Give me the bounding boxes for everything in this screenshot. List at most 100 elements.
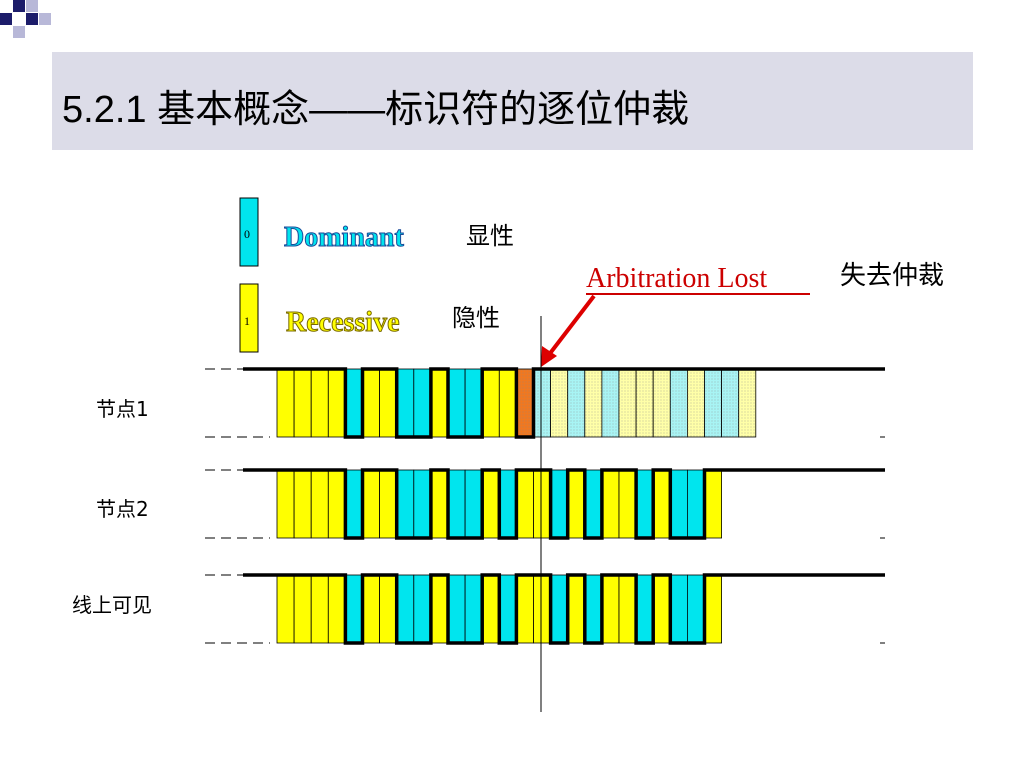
bit-cell-texture [584,369,602,437]
legend-recessive-bit: 1 [244,314,250,328]
bit-cell [516,574,534,644]
bit-cell [276,574,295,644]
bit-cell [310,469,329,539]
legend-dominant-box [239,197,259,267]
row-label-bus: 线上可见 [72,593,152,617]
bit-cell [687,469,705,539]
bit-cell [498,574,517,644]
bit-cell [464,368,483,438]
bit-cell [447,574,466,644]
bit-cell [447,368,466,438]
bit-cell [430,469,449,539]
legend-dominant-chinese: 显性 [466,222,514,250]
bit-cell-texture [653,369,671,437]
bit-cell [704,469,723,539]
bit-cell [327,469,346,539]
bit-cell [618,469,637,539]
bit-cell [276,469,295,539]
bit-cell [396,368,415,438]
bit-cell [533,574,552,644]
bit-cell [430,574,449,644]
corner-decoration [0,0,51,38]
arbitration-arrow-head [541,346,557,367]
bit-cell [413,574,432,644]
bit-cell [276,368,295,438]
bit-cell [635,574,654,644]
arbitration-lost-chinese: 失去仲裁 [840,261,944,291]
bit-cell [327,368,346,438]
bit-cell [293,368,312,438]
bit-cell-texture [601,369,619,437]
bit-cell [379,574,398,644]
bit-cell [550,469,569,539]
arbitration-arrow-shaft [546,294,596,358]
bit-cell [362,469,381,539]
legend-recessive-chinese: 隐性 [452,304,500,332]
bit-cell [310,368,329,438]
bit-cell [635,469,654,539]
bit-cell [396,469,415,539]
legend-dominant-label: Dominant [284,222,404,253]
bit-cell-texture [704,369,722,437]
bit-cell [481,574,500,644]
row-label-node1: 节点1 [96,397,149,421]
title-banner [52,52,973,150]
bit-cell-texture [636,369,654,437]
bit-cell [379,469,398,539]
bit-cell-texture [567,369,585,437]
bit-cell [669,469,688,539]
bit-cell [601,469,620,539]
bit-cell [618,574,637,644]
bit-cell-texture [550,369,568,437]
slide-title: 5.2.1 基本概念——标识符的逐位仲裁 [62,89,690,131]
bit-cell [533,469,552,539]
bit-cell [344,574,363,644]
legend-dominant-bit: 0 [244,227,250,241]
bit-cell [464,574,483,644]
bit-cell [652,574,671,644]
bit-cell [327,574,346,644]
bit-cell-texture [738,369,756,437]
bit-cell-texture [687,369,705,437]
arbitration-lost-label: Arbitration Lost [586,263,767,294]
bit-cell [344,469,363,539]
bit-cell [396,574,415,644]
bit-cell [413,368,432,438]
bit-cell [464,469,483,539]
bit-cell-texture [619,369,637,437]
bit-cell-texture [721,369,739,437]
bit-cell [447,469,466,539]
bit-cell-texture [670,369,688,437]
bit-cell [379,368,398,438]
bit-cell [362,368,381,438]
bit-cell [293,574,312,644]
bit-waveform [243,573,885,645]
bit-cell [601,574,620,644]
legend-recessive-label: Recessive [286,307,400,338]
row-label-node2: 节点2 [96,497,149,521]
bit-cell [481,368,500,438]
bit-cell [498,469,517,539]
bit-cell [310,574,329,644]
bit-cell [362,574,381,644]
bit-cell [567,469,586,539]
bit-cell [550,574,569,644]
bit-cell-texture [533,369,551,437]
bit-cell [481,469,500,539]
bit-cell [704,574,723,644]
bit-waveform [243,468,885,540]
bit-cell [413,469,432,539]
bit-rows [205,367,885,645]
bit-cell [516,469,534,539]
bit-cell [567,574,586,644]
bit-cell [430,368,449,438]
legend-recessive-box [239,283,259,353]
bit-cell [584,469,603,539]
bit-cell [293,469,312,539]
bit-cell [344,368,363,438]
bit-cell [498,368,517,438]
bit-cell [584,574,603,644]
bit-waveform [243,367,885,439]
bit-cell [669,574,688,644]
